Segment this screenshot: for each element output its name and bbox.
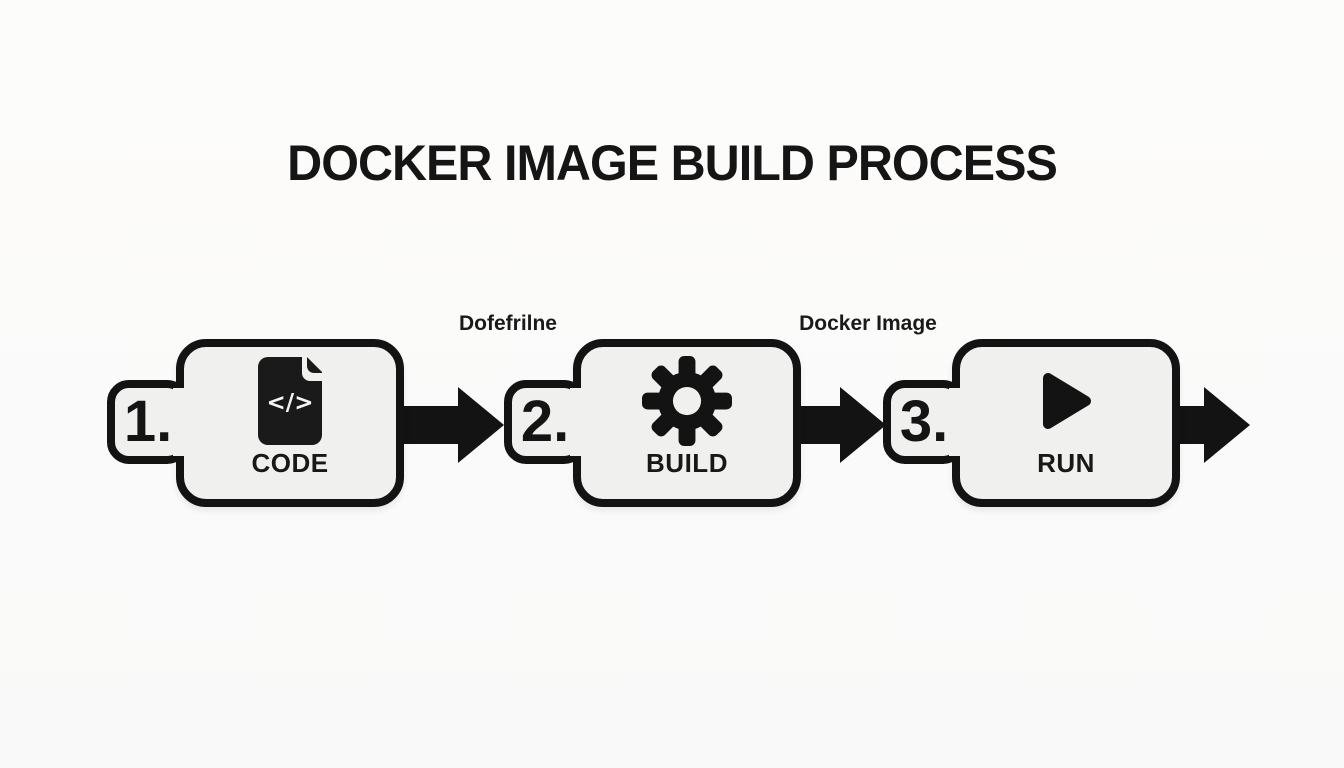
gear-icon: [589, 353, 785, 449]
flow-arrow-1-head: [458, 387, 504, 463]
step-label: CODE: [251, 448, 329, 478]
step-label: BUILD: [646, 448, 728, 478]
flow-arrow-2-shaft: [796, 406, 840, 444]
step-number: 1.: [123, 389, 173, 454]
step-number: 2.: [520, 389, 570, 454]
flow-arrow-3-head: [1204, 387, 1250, 463]
diagram-title: DOCKER IMAGE BUILD PROCESS: [287, 135, 1058, 191]
code-file-icon: </>: [192, 353, 388, 449]
step-build: BUILD 2.: [504, 339, 802, 507]
svg-text:</>: </>: [267, 390, 314, 416]
flow-arrow-3-shaft: [1176, 406, 1204, 444]
step-label: RUN: [1037, 448, 1095, 478]
tab-joint: [570, 388, 586, 456]
arrow-label-docker-image: Docker Image: [799, 312, 937, 335]
tab-joint: [949, 388, 965, 456]
arrow-label-dockerfile: Dofefrilne: [458, 312, 557, 335]
step-number: 3.: [899, 389, 949, 454]
step-run: RUN 3.: [883, 339, 1181, 507]
step-box: RUN: [952, 339, 1180, 507]
step-box: BUILD: [573, 339, 801, 507]
flow-arrow-1-shaft: [398, 406, 458, 444]
tab-joint: [173, 388, 189, 456]
step-box: </> CODE: [176, 339, 404, 507]
step-code: </> CODE 1.: [107, 339, 405, 507]
flow-arrow-2-head: [840, 387, 886, 463]
play-icon: [968, 353, 1164, 449]
